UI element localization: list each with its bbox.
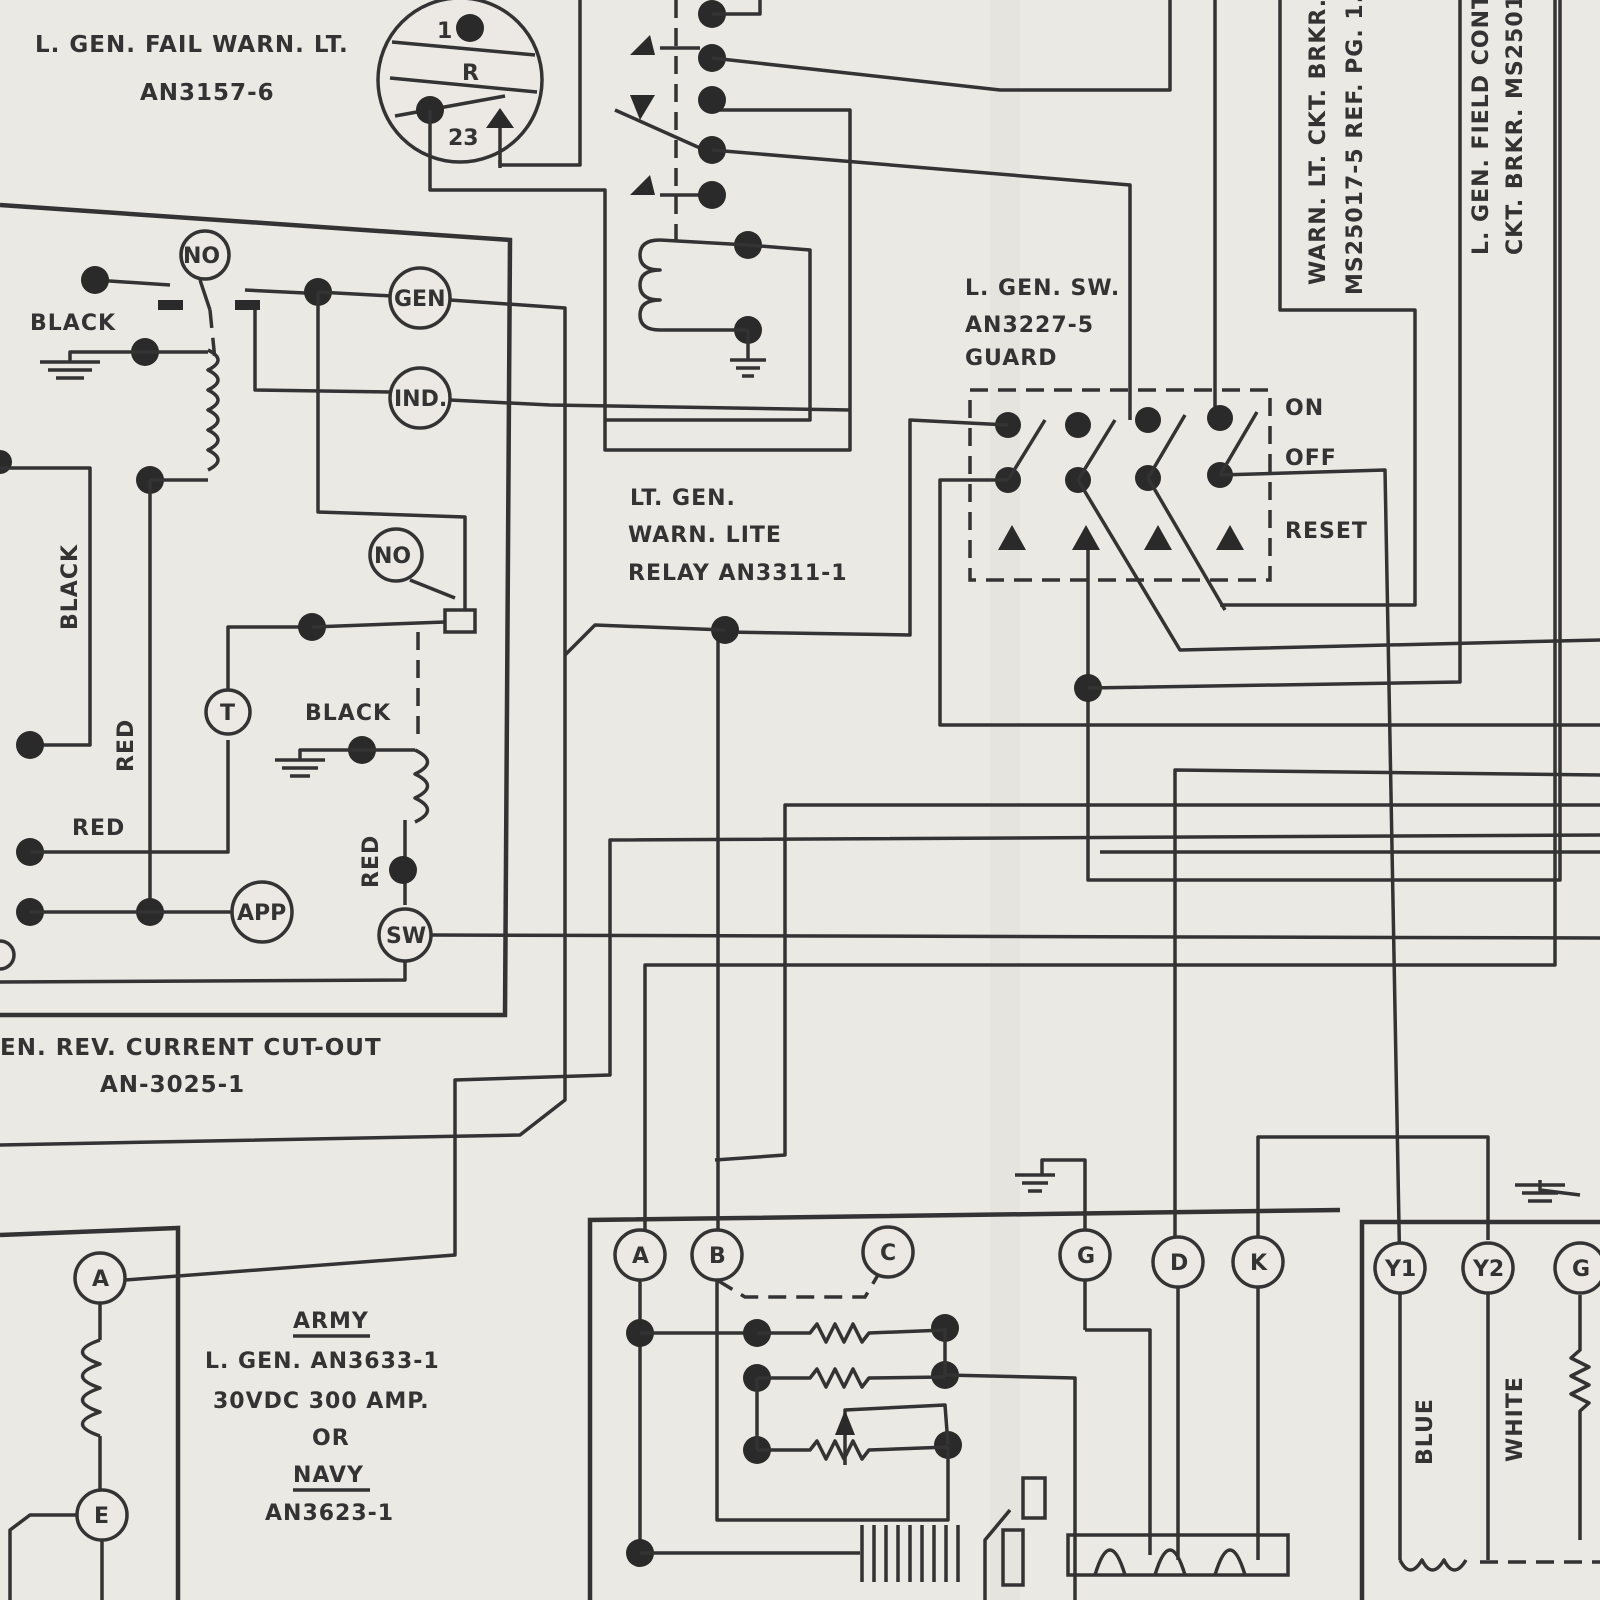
rev-current-title: EN. REV. CURRENT CUT-OUT — [0, 1035, 382, 1061]
field-breaker-title: L. GEN. FIELD CONT. — [1469, 0, 1494, 255]
gen-or: OR — [312, 1426, 350, 1451]
reg-terminal-b-label: B — [709, 1244, 726, 1269]
gen-terminal-e-label: E — [94, 1504, 109, 1529]
terminal-ind-label: IND. — [394, 387, 447, 412]
terminal-sw-label: SW — [386, 924, 426, 949]
gen-switch-title: L. GEN. SW. — [965, 276, 1120, 301]
warn-light-title: L. GEN. FAIL WARN. LT. — [35, 32, 349, 58]
gen-army: ARMY — [293, 1309, 369, 1334]
gen-terminal-a-label: A — [92, 1267, 109, 1292]
relay-title: LT. GEN. — [630, 486, 736, 511]
reg-terminal-c[interactable] — [861, 1225, 915, 1279]
right-terminal-g-label: G — [1572, 1257, 1590, 1282]
warn-breaker-ref: MS25017-5 REF. PG. 1.34 — [1343, 0, 1368, 295]
reg-terminal-a-label: A — [632, 1244, 649, 1269]
right-terminal-y2-label: Y2 — [1472, 1257, 1504, 1282]
wire-white: WHITE — [1503, 1376, 1528, 1462]
terminal-app[interactable] — [230, 880, 294, 944]
wire-blue: BLUE — [1413, 1398, 1438, 1465]
no-contact-mid — [368, 527, 424, 583]
wire-black-mid: BLACK — [305, 701, 391, 726]
relay-subtitle: WARN. LITE — [628, 523, 782, 548]
reg-terminal-c-label: C — [880, 1241, 896, 1266]
voltage-regulator: A B C G D K — [587, 1135, 1490, 1600]
right-terminal-g[interactable] — [1553, 1241, 1600, 1295]
terminal-gen[interactable] — [388, 266, 452, 330]
relay-part: RELAY AN3311-1 — [628, 561, 848, 586]
wire-black-vertical: BLACK — [58, 544, 83, 630]
terminal-ind[interactable] — [388, 366, 452, 430]
wire-black-top: BLACK — [30, 311, 116, 336]
gen-switch-guard: GUARD — [965, 346, 1057, 371]
switch-off-label: OFF — [1285, 446, 1337, 471]
warning-relay — [605, 0, 812, 422]
gen-switch-part: AN3227-5 — [965, 313, 1094, 338]
warn-light-part: AN3157-6 — [140, 80, 275, 106]
gen-rating: 30VDC 300 AMP. — [213, 1389, 430, 1414]
terminal-app-label: APP — [237, 901, 286, 926]
terminal-gen-label: GEN — [394, 287, 446, 312]
wire-red-horizontal: RED — [72, 816, 125, 841]
switch-reset-label: RESET — [1285, 519, 1368, 544]
wire-red-vertical-1: RED — [114, 719, 139, 772]
pin-23-label: 23 — [448, 126, 479, 151]
no-contact-top-label: NO — [183, 244, 220, 269]
reg-terminal-g-label: G — [1077, 1244, 1095, 1269]
rev-current-part: AN-3025-1 — [100, 1072, 245, 1098]
field-breaker-part: CKT. BRKR. MS25017- — [1503, 0, 1528, 255]
right-terminal-y1-label: Y1 — [1384, 1257, 1416, 1282]
right-unit: Y1 Y2 G BLUE WHITE — [1359, 1180, 1600, 1600]
gen-model-navy: AN3623-1 — [265, 1501, 394, 1526]
gen-navy: NAVY — [293, 1463, 364, 1488]
pin-1-label: 1 — [437, 19, 452, 44]
switch-on-label: ON — [1285, 396, 1324, 421]
gen-switch — [968, 388, 1272, 582]
pin-r-label: R — [462, 61, 479, 86]
generator: A E — [0, 1225, 181, 1600]
gen-model-army: L. GEN. AN3633-1 — [205, 1349, 440, 1374]
wire-red-vertical-2: RED — [359, 835, 384, 888]
warning-light: 1 R 23 — [376, 0, 544, 168]
no-contact-mid-label: NO — [374, 544, 411, 569]
reg-terminal-d-label: D — [1170, 1251, 1188, 1276]
reg-terminal-k-label: K — [1250, 1251, 1268, 1276]
no-contact-top — [179, 229, 231, 281]
warn-breaker-title: WARN. LT. CKT. BRKR. — [1306, 0, 1331, 285]
terminal-t-label: T — [220, 701, 235, 726]
